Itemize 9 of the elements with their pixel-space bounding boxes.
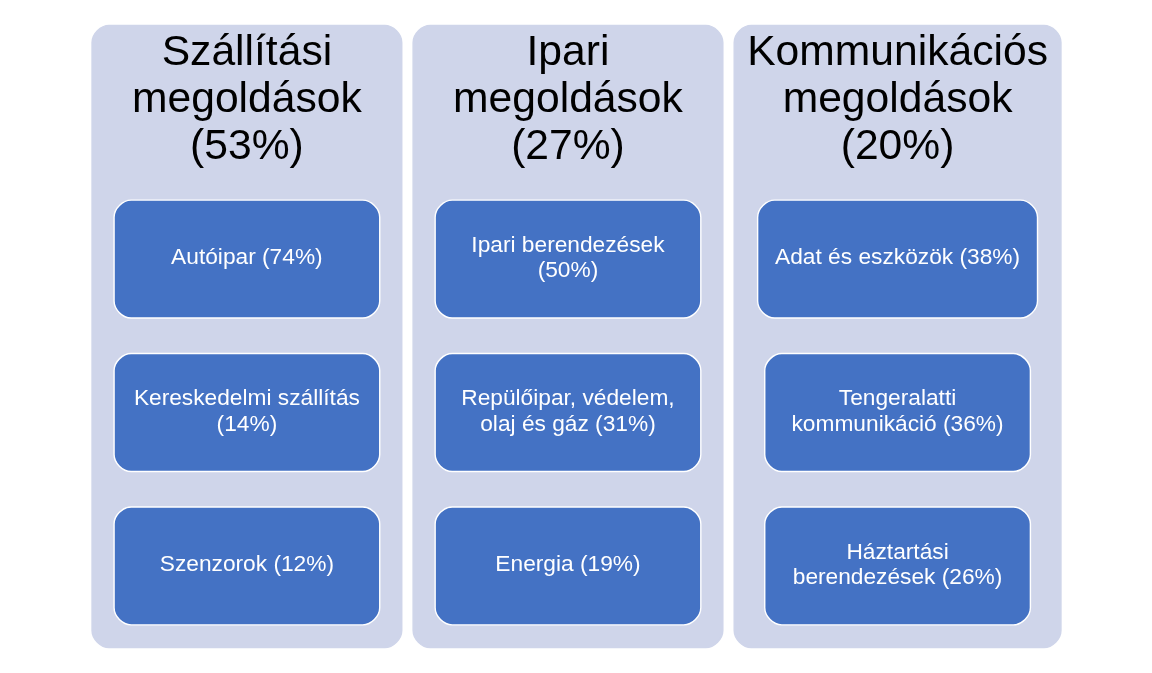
node-box: Kereskedelmi szállítás (14%) bbox=[112, 352, 380, 473]
node-box: Szenzorok (12%) bbox=[112, 506, 380, 626]
node-box: Adat és eszközök (38%) bbox=[756, 199, 1038, 319]
node-box: Tengeralatti kommunikáció (36%) bbox=[763, 352, 1031, 473]
node-box: Energia (19%) bbox=[433, 506, 701, 626]
node-box: Háztartási berendezések (26%) bbox=[763, 506, 1031, 626]
node-box: Autóipar (74%) bbox=[112, 199, 380, 319]
node-box: Ipari berendezések (50%) bbox=[433, 199, 701, 319]
node-box: Repülőipar, védelem, olaj és gáz (31%) bbox=[433, 352, 701, 473]
